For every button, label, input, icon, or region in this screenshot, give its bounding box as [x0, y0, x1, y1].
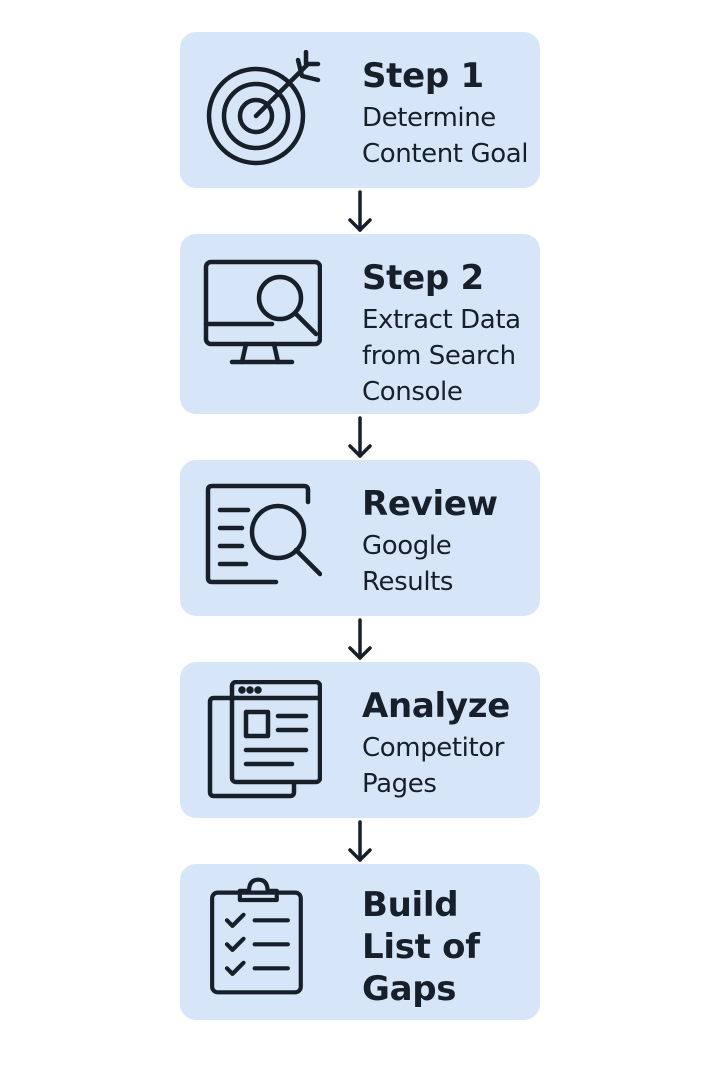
step-2-title: Step 2	[362, 258, 484, 298]
down-arrow-icon	[340, 818, 380, 864]
step-2-description-line-1: Extract Data	[362, 305, 521, 335]
down-arrow-icon	[340, 616, 380, 662]
down-arrow-icon	[340, 414, 380, 460]
document-search-icon	[202, 480, 322, 600]
step-3-title: Review	[362, 484, 498, 524]
step-4-title: Analyze	[362, 686, 511, 726]
step-3-description-line-1: Google	[362, 531, 452, 561]
step-3-description-line-2: Results	[362, 567, 454, 597]
step-2-box: Step 2 Extract Data from Search Console	[180, 234, 540, 414]
down-arrow-icon	[340, 188, 380, 234]
step-4-description-line-2: Pages	[362, 769, 437, 799]
browser-windows-icon	[202, 680, 322, 800]
checklist-clipboard-icon	[202, 876, 322, 996]
monitor-search-icon	[202, 252, 322, 372]
step-1-box: Step 1 Determine Content Goal	[180, 32, 540, 188]
step-5-title-line-1: Build	[362, 885, 459, 925]
step-1-description-line-1: Determine	[362, 103, 496, 133]
step-4-description-line-1: Competitor	[362, 733, 505, 763]
target-icon	[202, 50, 322, 170]
step-3-box: Review Google Results	[180, 460, 540, 616]
step-2-description-line-2: from Search	[362, 341, 516, 371]
step-5-title-line-3: Gaps	[362, 969, 457, 1009]
step-2-description-line-3: Console	[362, 377, 463, 407]
step-1-title: Step 1	[362, 56, 484, 96]
step-5-title-line-2: List of	[362, 927, 480, 967]
step-1-description-line-2: Content Goal	[362, 139, 529, 169]
step-5-box: Build List of Gaps	[180, 864, 540, 1020]
step-4-box: Analyze Competitor Pages	[180, 662, 540, 818]
